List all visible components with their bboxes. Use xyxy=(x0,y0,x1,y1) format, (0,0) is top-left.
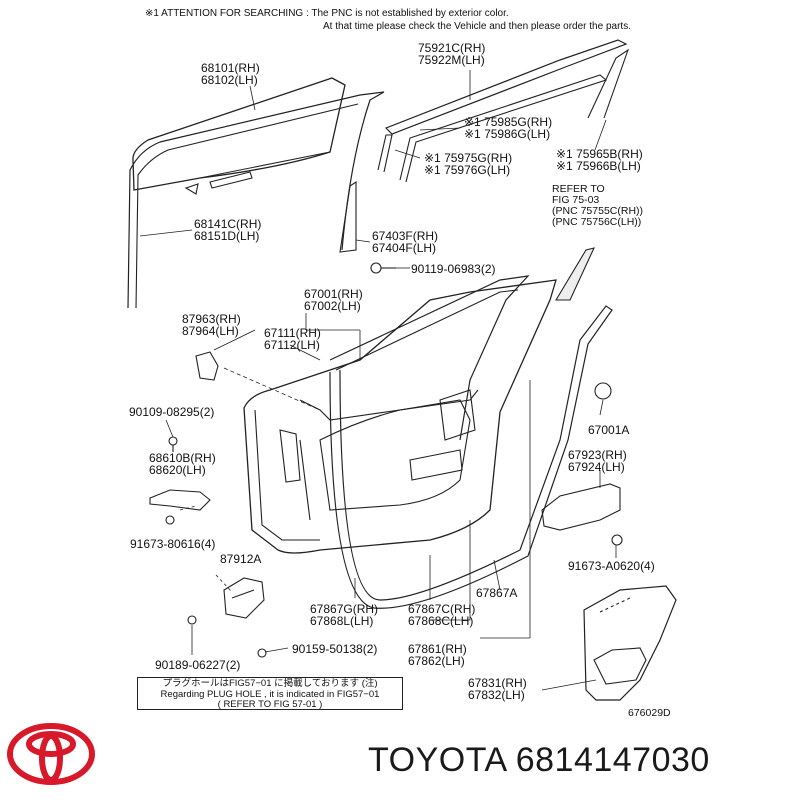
label-67867C: 67867C(RH)67868C(LH) xyxy=(408,602,476,628)
label-67111: 67111(RH)67112(LH) xyxy=(264,326,321,352)
label-75965: ※1 75965B(RH)※1 75966B(LH) xyxy=(556,147,643,173)
plug-note-line1: プラグホールはFIG57−01 に掲載しております (注) xyxy=(162,678,378,689)
label-75975: ※1 75975G(RH)※1 75976G(LH) xyxy=(424,151,513,177)
label-87912A: 87912A xyxy=(220,552,262,566)
label-67001A: 67001A xyxy=(588,423,630,437)
label-67867G: 67867G(RH)67868L(LH) xyxy=(310,602,379,628)
label-75985: ※1 75985G(RH)※1 75986G(LH) xyxy=(464,115,553,141)
label-68101: 68101(RH)68102(LH) xyxy=(201,61,260,87)
label-91673-A0620: 91673-A0620(4) xyxy=(568,559,655,573)
door-glass-drawing xyxy=(132,77,346,191)
label-91673-80616: 91673-80616(4) xyxy=(130,537,216,551)
label-68610: 68610B(RH)68620(LH) xyxy=(149,451,216,477)
attention-note-line2: At that time please check the Vehicle an… xyxy=(323,21,631,32)
leader-lines xyxy=(139,70,617,691)
label-90119: 90119-06983(2) xyxy=(411,262,496,276)
plug-note-line2: Regarding PLUG HOLE , it is indicated in… xyxy=(160,688,380,700)
label-75921: 75921C(RH)75922M(LH) xyxy=(418,41,486,67)
brand-part-number: TOYOTA 6814147030 xyxy=(368,741,710,779)
label-68141: 68141C(RH)68151D(LH) xyxy=(194,217,262,243)
label-90159: 90159-50138(2) xyxy=(292,642,378,656)
label-87963: 87963(RH)87964(LH) xyxy=(182,312,241,338)
weatherstrip-drawing xyxy=(329,275,613,609)
label-67923: 67923(RH)67924(LH) xyxy=(568,448,627,474)
label-67861: 67861(RH)67862(LH) xyxy=(408,642,467,668)
pillar-garnish-drawing xyxy=(339,180,595,301)
parts-diagram xyxy=(127,39,677,701)
armrest-drawing xyxy=(541,483,621,531)
upper-moulding-drawing xyxy=(377,39,630,183)
label-67403: 67403F(RH)67404F(LH) xyxy=(372,229,439,255)
glass-run-drawing xyxy=(127,91,385,309)
figure-code: 676029D xyxy=(628,707,671,719)
label-67867A: 67867A xyxy=(476,586,518,600)
label-67001: 67001(RH)67002(LH) xyxy=(304,287,363,313)
plug-hole-note: プラグホールはFIG57−01 に掲載しております (注) Regarding … xyxy=(137,677,403,710)
toyota-logo-icon xyxy=(7,723,95,785)
plug-note-line3: ( REFER TO FIG 57-01 ) xyxy=(217,699,323,710)
door-check-drawing xyxy=(149,351,219,511)
inside-handle-drawing xyxy=(223,577,265,619)
label-90109: 90109-08295(2) xyxy=(129,405,215,419)
door-shell-drawing xyxy=(243,279,557,554)
label-90189: 90189-06227(2) xyxy=(155,658,241,672)
attention-note-line1: ※1 ATTENTION FOR SEARCHING : The PNC is … xyxy=(145,8,509,19)
service-hole-cover-drawing xyxy=(583,585,677,701)
label-67831: 67831(RH)67832(LH) xyxy=(468,676,527,702)
